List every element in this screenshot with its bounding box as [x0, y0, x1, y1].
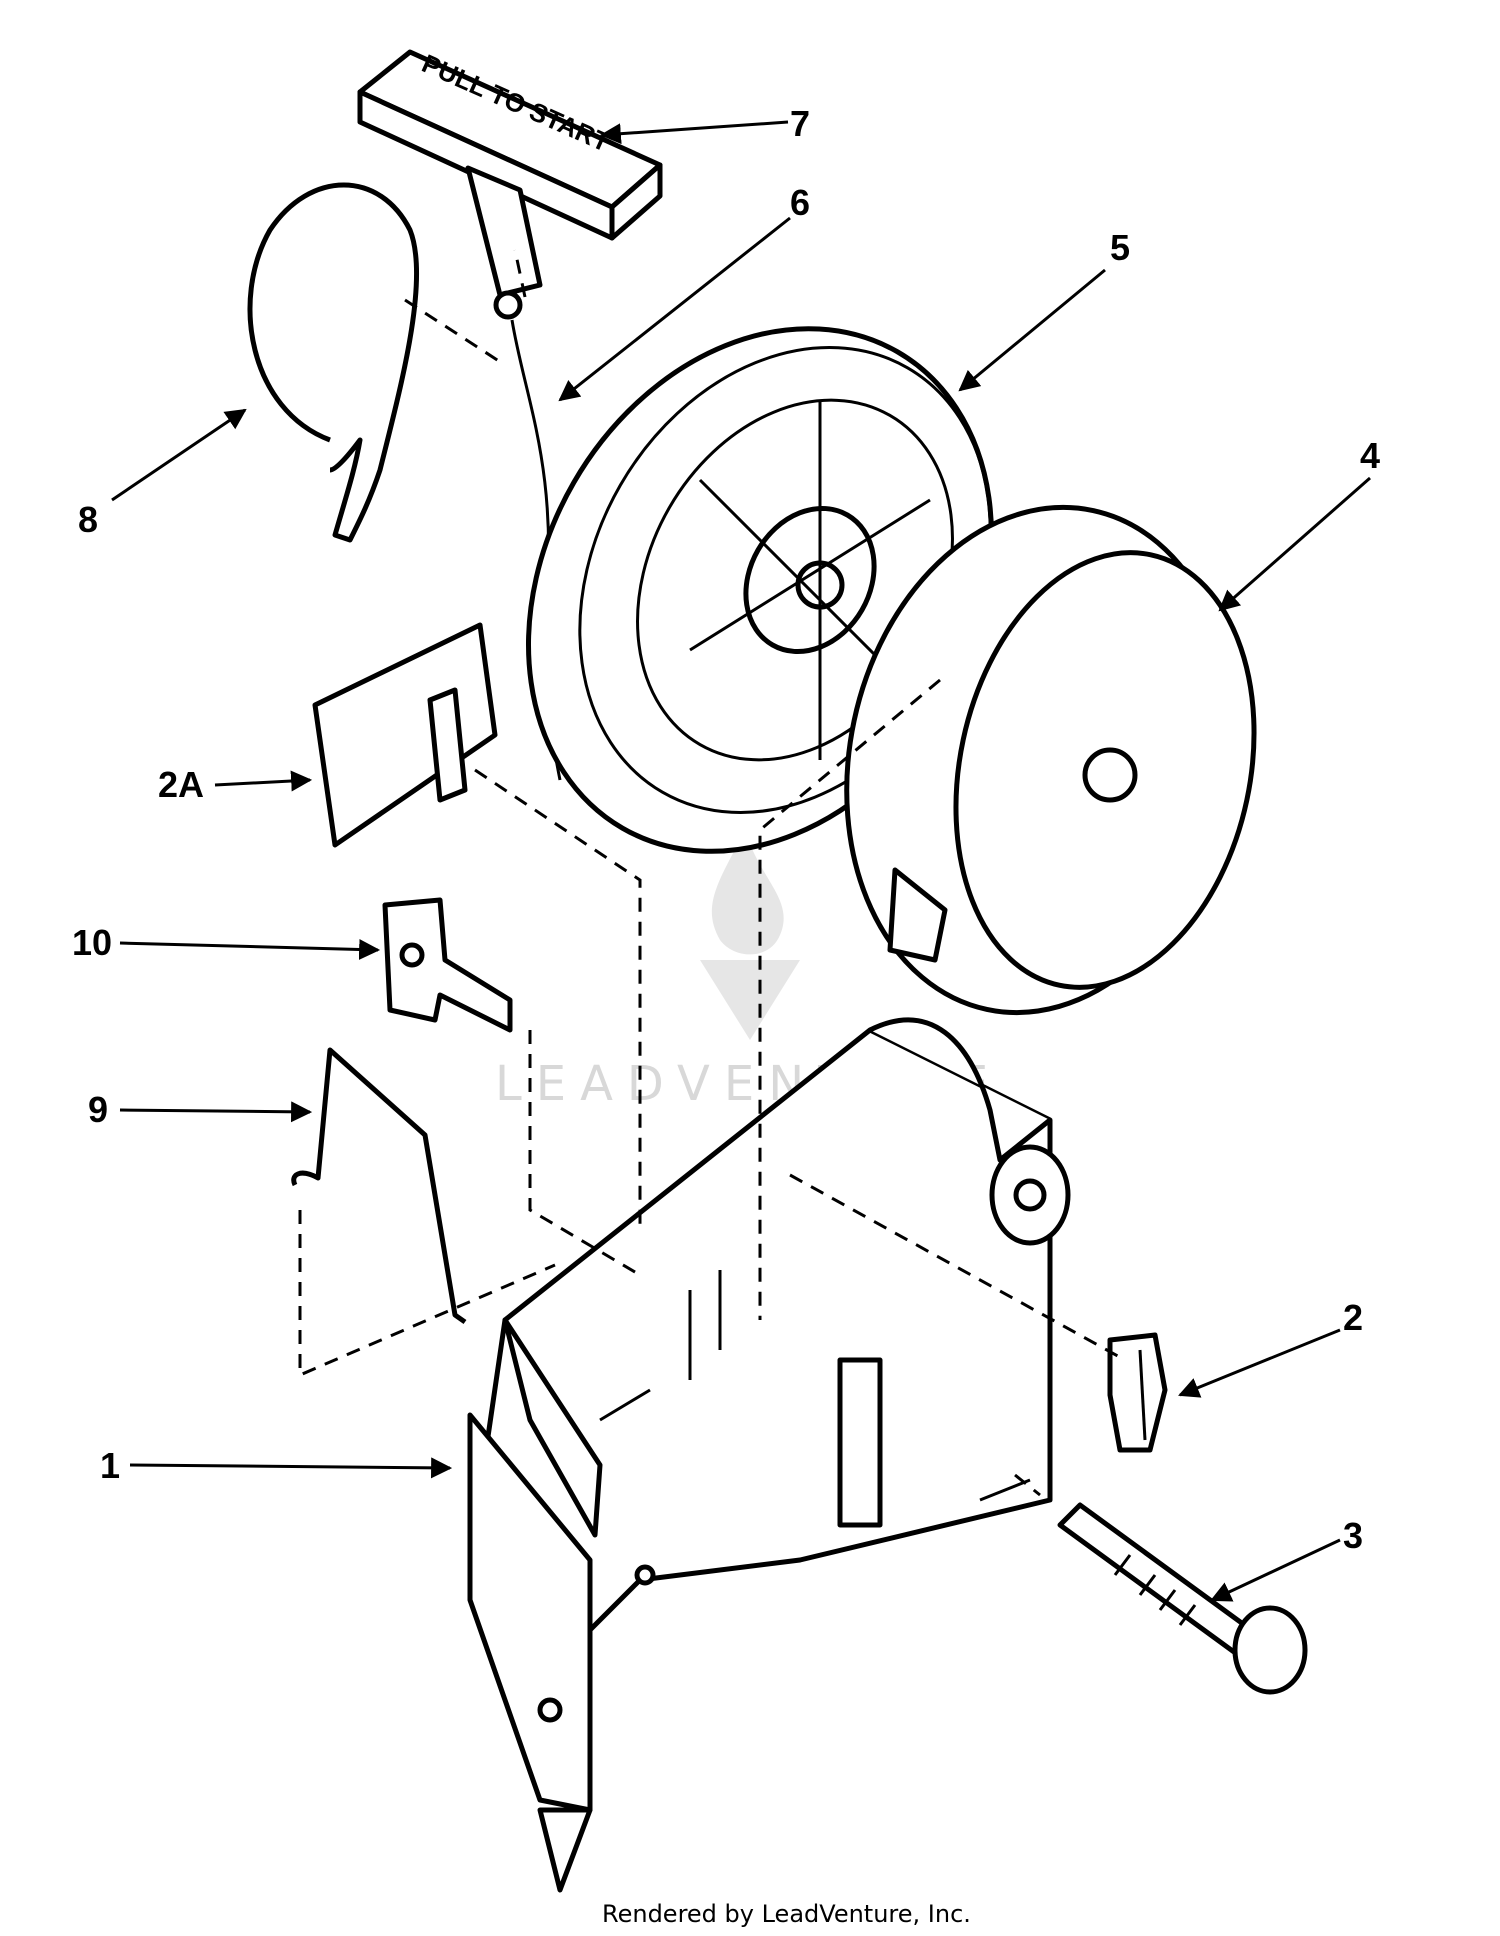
leader-7 [599, 120, 789, 145]
callout-4: 4 [1360, 435, 1380, 476]
part-1-bracket [467, 1017, 1071, 1893]
part-10-key [382, 897, 513, 1033]
leader-3 [1210, 1538, 1341, 1602]
callout-1: 1 [100, 1445, 120, 1486]
leader-2a [214, 770, 313, 792]
part-8-wire-guide [247, 182, 420, 543]
callout-labels: 7 6 5 4 8 2A 10 9 2 1 3 [72, 103, 1380, 1556]
callout-leaders [111, 120, 1371, 1602]
callout-3: 3 [1343, 1515, 1363, 1556]
leader-9 [119, 1101, 313, 1123]
assembly-dash-lines [298, 249, 1126, 1497]
part-7-start-handle: PULL TO START [357, 48, 663, 298]
callout-7: 7 [790, 103, 810, 144]
part-2a-plate [312, 622, 498, 848]
callout-5: 5 [1110, 227, 1130, 268]
part-9-wire-spring [291, 1047, 467, 1325]
callout-10: 10 [72, 922, 112, 963]
callout-6: 6 [790, 182, 810, 223]
leader-10 [119, 938, 381, 960]
footer-credit: Rendered by LeadVenture, Inc. [602, 1900, 971, 1928]
leader-4 [1218, 476, 1371, 612]
callout-9: 9 [88, 1089, 108, 1130]
leader-1 [129, 1457, 453, 1479]
part-4-cover-disc [844, 504, 1257, 1016]
callout-2: 2 [1343, 1297, 1363, 1338]
part-3-shaft-pin [1057, 1502, 1308, 1695]
callout-8: 8 [78, 499, 98, 540]
leader-2 [1178, 1328, 1341, 1398]
part-2-clip [1107, 1332, 1168, 1453]
leader-5 [958, 268, 1106, 392]
leader-6 [558, 216, 791, 402]
leader-8 [111, 408, 247, 502]
callout-2a: 2A [158, 764, 204, 805]
